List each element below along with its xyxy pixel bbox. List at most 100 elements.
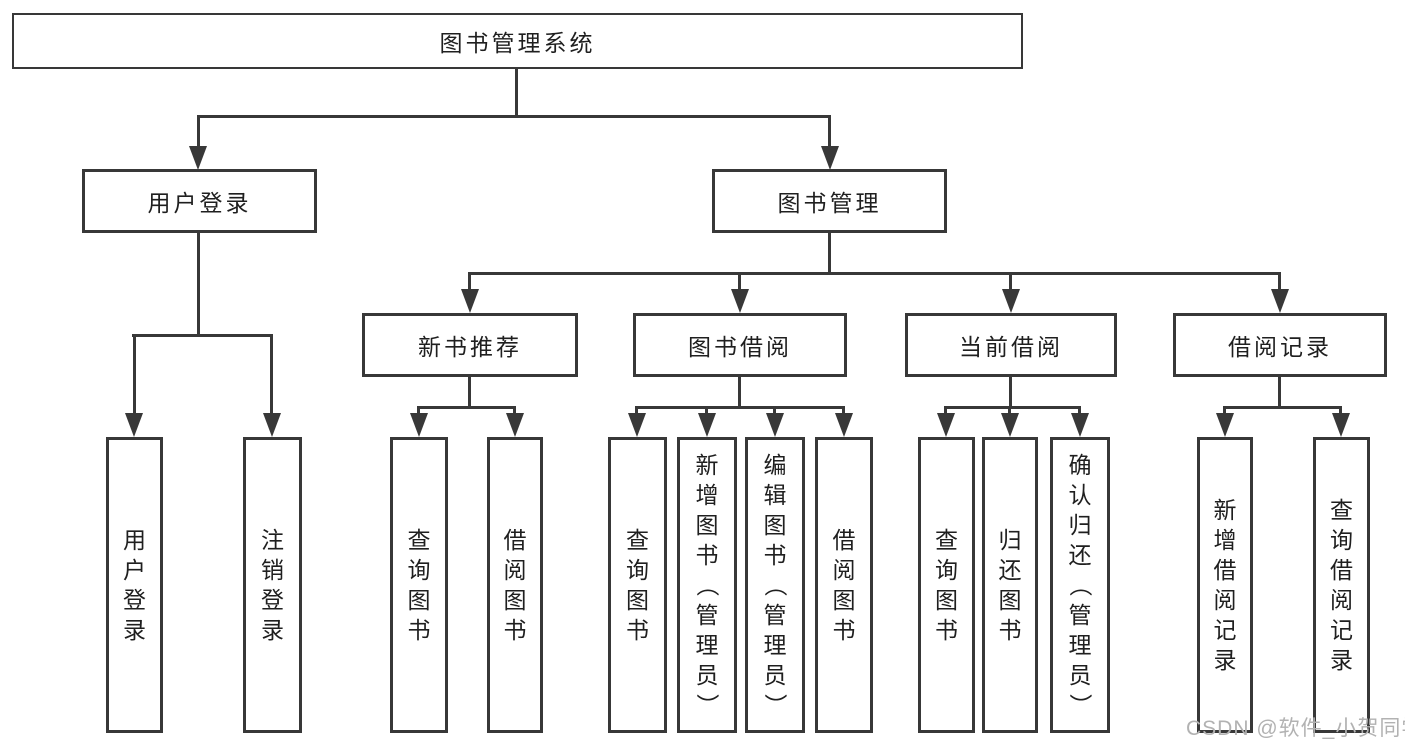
- vertical-char: 记: [1213, 617, 1237, 643]
- vertical-char: 理: [763, 632, 787, 658]
- vertical-char: 还: [1068, 542, 1092, 568]
- arrow-down-icon: [835, 413, 853, 437]
- vertical-char: 书: [503, 617, 527, 643]
- arrow-down-icon: [125, 413, 143, 437]
- vertical-char: 书: [626, 617, 649, 643]
- leaf-label: 确认归还（管理员）: [1067, 450, 1093, 720]
- vertical-char: 借: [1330, 557, 1353, 583]
- arrow-down-icon: [821, 146, 839, 170]
- leaf-query-books-borrow: 查询图书: [608, 437, 667, 733]
- node-current-borrow-label: 当前借阅: [959, 334, 1063, 360]
- vertical-char: 增: [1213, 527, 1237, 553]
- vertical-char: 理: [695, 632, 719, 658]
- connector-vline: [1078, 406, 1081, 418]
- vertical-char: 图: [935, 587, 958, 613]
- vertical-char: 录: [261, 617, 284, 643]
- vertical-char: 图: [407, 587, 431, 613]
- vertical-char: 确: [1068, 452, 1092, 478]
- leaf-return-books: 归还图书: [982, 437, 1038, 733]
- connector-vline: [773, 406, 776, 418]
- vertical-char: 询: [935, 557, 958, 583]
- vertical-char: 询: [407, 557, 431, 583]
- node-current-borrow: 当前借阅: [905, 313, 1117, 377]
- node-book-borrow: 图书借阅: [633, 313, 847, 377]
- arrow-down-icon: [506, 413, 524, 437]
- connector-vline: [828, 115, 831, 150]
- connector-vline: [1278, 377, 1281, 409]
- vertical-char: 录: [1213, 647, 1237, 673]
- connector-hline: [132, 334, 273, 337]
- vertical-char: 录: [1330, 647, 1353, 673]
- vertical-char: 借: [832, 527, 856, 553]
- node-book-management: 图书管理: [712, 169, 947, 233]
- leaf-label: 借阅图书: [833, 525, 856, 645]
- leaf-add-borrow-record: 新增借阅记录: [1197, 437, 1253, 733]
- connector-vline: [738, 377, 741, 409]
- leaf-query-books-current: 查询图书: [918, 437, 975, 733]
- connector-vline: [468, 272, 471, 294]
- watermark: CSDN @软件_小贺同学: [1186, 717, 1405, 740]
- vertical-char: ）: [1067, 693, 1093, 717]
- connector-hline: [1223, 406, 1342, 409]
- vertical-char: 管: [1068, 602, 1092, 628]
- vertical-char: （: [694, 573, 720, 597]
- vertical-char: 阅: [503, 557, 527, 583]
- node-new-book-recommend-label: 新书推荐: [418, 334, 522, 360]
- leaf-label: 借阅图书: [504, 525, 527, 645]
- leaf-label: 编辑图书（管理员）: [762, 450, 788, 720]
- vertical-char: 阅: [1330, 587, 1353, 613]
- leaf-label: 查询图书: [935, 525, 958, 645]
- vertical-char: 图: [763, 512, 787, 538]
- leaf-label: 查询借阅记录: [1330, 495, 1353, 675]
- connector-vline: [1009, 377, 1012, 409]
- vertical-char: 查: [1330, 497, 1353, 523]
- vertical-char: 借: [1213, 557, 1237, 583]
- node-new-book-recommend: 新书推荐: [362, 313, 578, 377]
- leaf-label: 查询图书: [408, 525, 431, 645]
- connector-vline: [1278, 272, 1281, 294]
- vertical-char: 销: [261, 557, 284, 583]
- arrow-down-icon: [766, 413, 784, 437]
- arrow-down-icon: [1332, 413, 1350, 437]
- vertical-char: 用: [123, 527, 146, 553]
- node-borrow-records: 借阅记录: [1173, 313, 1387, 377]
- vertical-char: 书: [998, 617, 1022, 643]
- arrow-down-icon: [461, 289, 479, 313]
- vertical-char: 归: [998, 527, 1022, 553]
- vertical-char: 书: [935, 617, 958, 643]
- leaf-query-borrow-record: 查询借阅记录: [1313, 437, 1370, 733]
- leaf-label: 归还图书: [999, 525, 1022, 645]
- vertical-char: 书: [407, 617, 431, 643]
- node-root-label: 图书管理系统: [439, 30, 596, 56]
- arrow-down-icon: [1271, 289, 1289, 313]
- vertical-char: 注: [261, 527, 284, 553]
- connector-vline: [635, 406, 638, 418]
- vertical-char: 记: [1330, 617, 1353, 643]
- arrow-down-icon: [263, 413, 281, 437]
- arrow-down-icon: [1002, 289, 1020, 313]
- connector-vline: [705, 406, 708, 418]
- vertical-char: 归: [1068, 512, 1092, 538]
- vertical-char: 图: [832, 587, 856, 613]
- leaf-borrow-books: 借阅图书: [815, 437, 873, 733]
- vertical-char: 员: [763, 662, 787, 688]
- connector-hline: [197, 115, 831, 118]
- connector-vline: [944, 406, 947, 418]
- vertical-char: 管: [695, 602, 719, 628]
- leaf-add-books-admin: 新增图书（管理员）: [677, 437, 737, 733]
- connector-vline: [738, 272, 741, 294]
- vertical-char: ）: [762, 693, 788, 717]
- connector-hline: [417, 406, 516, 409]
- arrow-down-icon: [1001, 413, 1019, 437]
- vertical-char: 登: [123, 587, 146, 613]
- connector-vline: [1008, 406, 1011, 418]
- vertical-char: 查: [407, 527, 431, 553]
- arrow-down-icon: [410, 413, 428, 437]
- vertical-char: 图: [503, 587, 527, 613]
- arrow-down-icon: [1071, 413, 1089, 437]
- vertical-char: 辑: [763, 482, 787, 508]
- leaf-label: 新增借阅记录: [1214, 495, 1237, 675]
- vertical-char: 管: [763, 602, 787, 628]
- vertical-char: 还: [998, 557, 1022, 583]
